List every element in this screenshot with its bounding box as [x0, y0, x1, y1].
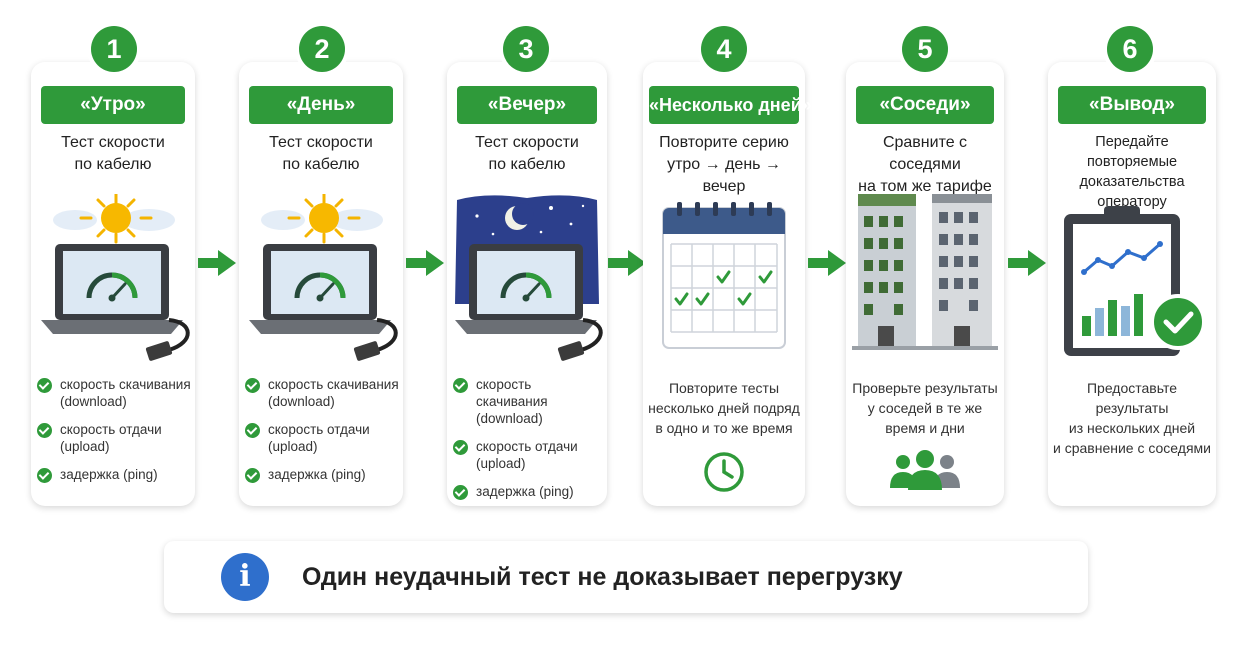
- speedometer-icon: [294, 272, 346, 302]
- calendar-icon: [662, 202, 786, 349]
- step-5-title: «Соседи»: [856, 86, 994, 124]
- check-icon: [245, 423, 260, 438]
- step-1-number: 1: [91, 26, 137, 72]
- footer-banner: i Один неудачный тест не доказывает пере…: [164, 541, 1088, 613]
- clipboard-chart-icon: [1064, 206, 1206, 356]
- right-arrow-icon: [1008, 250, 1046, 276]
- laptop-icon: [249, 244, 391, 334]
- step-6-number: 6: [1107, 26, 1153, 72]
- calendar-illustration: [643, 202, 805, 372]
- step-4-number: 4: [701, 26, 747, 72]
- speedometer-icon: [86, 272, 138, 302]
- info-icon: i: [221, 553, 269, 601]
- list-item: задержка (ping): [37, 466, 191, 483]
- apartment-buildings-icon: [852, 194, 998, 350]
- ethernet-cable-icon: [353, 318, 398, 361]
- step-2-checklist: скорость скачивания(download) скорость о…: [245, 376, 399, 494]
- list-item: задержка (ping): [245, 466, 399, 483]
- right-arrow-icon: [808, 250, 846, 276]
- step-3-number: 3: [503, 26, 549, 72]
- laptop-icon: [455, 244, 597, 334]
- check-icon: [245, 378, 260, 393]
- laptop-icon: [41, 244, 183, 334]
- list-item: задержка (ping): [453, 483, 603, 500]
- check-icon: [453, 378, 468, 393]
- sun-icon: [79, 194, 153, 244]
- clock-icon: [704, 452, 744, 492]
- day-laptop-illustration: [239, 194, 403, 364]
- footer-text: Один неудачный тест не доказывает перегр…: [302, 563, 903, 591]
- evening-laptop-illustration: [447, 194, 607, 364]
- ethernet-cable-icon: [145, 318, 190, 361]
- moon-icon: [505, 203, 534, 230]
- cloud-icon: [261, 209, 383, 231]
- right-arrow-icon: [406, 250, 444, 276]
- step-2-title: «День»: [249, 86, 393, 124]
- step-4-bottom-icon: [643, 450, 805, 494]
- step-2-number: 2: [299, 26, 345, 72]
- right-arrow-icon: [608, 250, 646, 276]
- check-icon: [37, 468, 52, 483]
- check-icon: [37, 378, 52, 393]
- morning-laptop-illustration: [31, 194, 195, 364]
- step-3-title: «Вечер»: [457, 86, 597, 124]
- check-icon: [37, 423, 52, 438]
- speedometer-icon: [500, 272, 552, 302]
- people-group-icon: [890, 450, 960, 490]
- buildings-illustration: [846, 194, 1004, 364]
- sun-icon: [287, 194, 361, 244]
- cloud-icon: [53, 209, 175, 231]
- step-3-checklist: скорость скачивания(download) скорость о…: [453, 376, 603, 511]
- step-4-title: «Несколько дней»: [649, 86, 812, 124]
- check-icon: [245, 468, 260, 483]
- step-5-number: 5: [902, 26, 948, 72]
- step-1-checklist: скорость скачивания(download) скорость о…: [37, 376, 191, 494]
- stars-icon: [475, 204, 585, 236]
- list-item: скорость отдачи(upload): [453, 438, 603, 472]
- step-6-title: «Вывод»: [1058, 86, 1206, 124]
- list-item: скорость скачивания(download): [453, 376, 603, 427]
- list-item: скорость отдачи(upload): [37, 421, 191, 455]
- right-arrow-icon: [198, 250, 236, 276]
- step-1-title: «Утро»: [41, 86, 185, 124]
- check-icon: [453, 440, 468, 455]
- report-illustration: [1048, 202, 1216, 372]
- check-icon: [453, 485, 468, 500]
- step-5-bottom-icon: [846, 450, 1004, 490]
- ethernet-cable-icon: [557, 318, 603, 361]
- list-item: скорость скачивания(download): [37, 376, 191, 410]
- list-item: скорость отдачи(upload): [245, 421, 399, 455]
- list-item: скорость скачивания(download): [245, 376, 399, 410]
